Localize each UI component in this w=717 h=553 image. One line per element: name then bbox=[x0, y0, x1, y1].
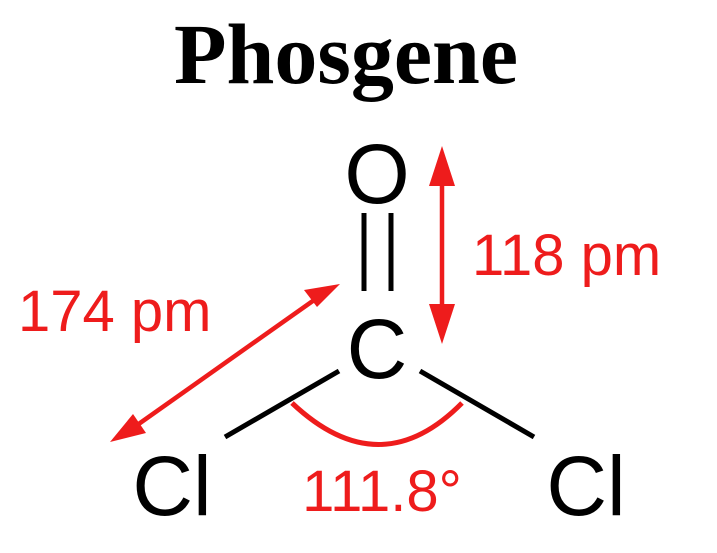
ccl-bond-right bbox=[418, 368, 536, 440]
oxygen-atom-label: O bbox=[344, 127, 409, 221]
co-bond-length-arrow bbox=[429, 146, 455, 344]
angle-label: 111.8° bbox=[302, 459, 462, 524]
ccl-bond-length-arrow bbox=[110, 284, 340, 442]
chlorine-right-atom-label: Cl bbox=[546, 439, 625, 533]
angle-arc bbox=[290, 401, 464, 447]
arrow-head-up bbox=[429, 146, 455, 186]
ccl-bond-length-label: 174 pm bbox=[18, 279, 211, 344]
ccl-bond-left bbox=[223, 368, 341, 440]
arrow-head-up-right bbox=[304, 284, 340, 307]
diagram-title: Phosgene bbox=[174, 6, 518, 102]
co-bond-length-label: 118 pm bbox=[472, 223, 661, 288]
carbon-atom-label: C bbox=[347, 302, 408, 396]
arrow-head-down-left bbox=[110, 414, 146, 442]
chlorine-left-atom-label: Cl bbox=[132, 439, 211, 533]
arrow-head-down bbox=[429, 304, 455, 344]
